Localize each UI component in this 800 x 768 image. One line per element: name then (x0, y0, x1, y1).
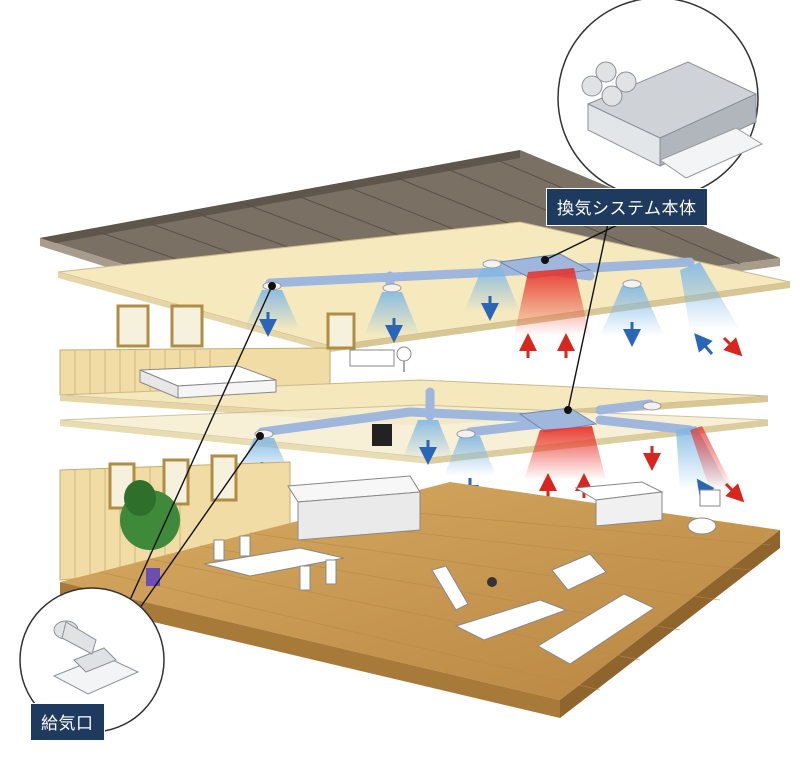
coffee-table (454, 599, 568, 641)
supply-outlet-callout (19, 587, 165, 733)
wall-tv (372, 424, 392, 446)
bed (139, 365, 277, 399)
plant (120, 480, 180, 586)
armchair (551, 553, 607, 591)
lower-duct-network (257, 387, 695, 437)
leader-dots (256, 256, 572, 440)
ventilation-unit-icon (581, 61, 764, 179)
lower-warm-airflow (524, 426, 606, 480)
dining-table-set (203, 535, 345, 591)
ceiling-diffuser-icon (52, 620, 140, 695)
supply-outlet-label: 給気口 (30, 703, 105, 741)
ventilation-unit-callout (557, 0, 764, 199)
upper-warm-airflow (514, 268, 590, 336)
ventilation-unit-label: 換気システム本体 (546, 188, 708, 226)
kitchen-counter (287, 475, 421, 541)
upper-arrows (259, 296, 743, 358)
washbasin-counter (574, 481, 664, 527)
upper-cool-airflows (244, 262, 740, 336)
sofa (537, 593, 656, 665)
lower-duct-junction (518, 407, 598, 433)
lounge-chair (431, 565, 497, 611)
lower-warm-airflow-right (690, 426, 734, 490)
toilet (687, 489, 721, 535)
desk (349, 346, 412, 372)
